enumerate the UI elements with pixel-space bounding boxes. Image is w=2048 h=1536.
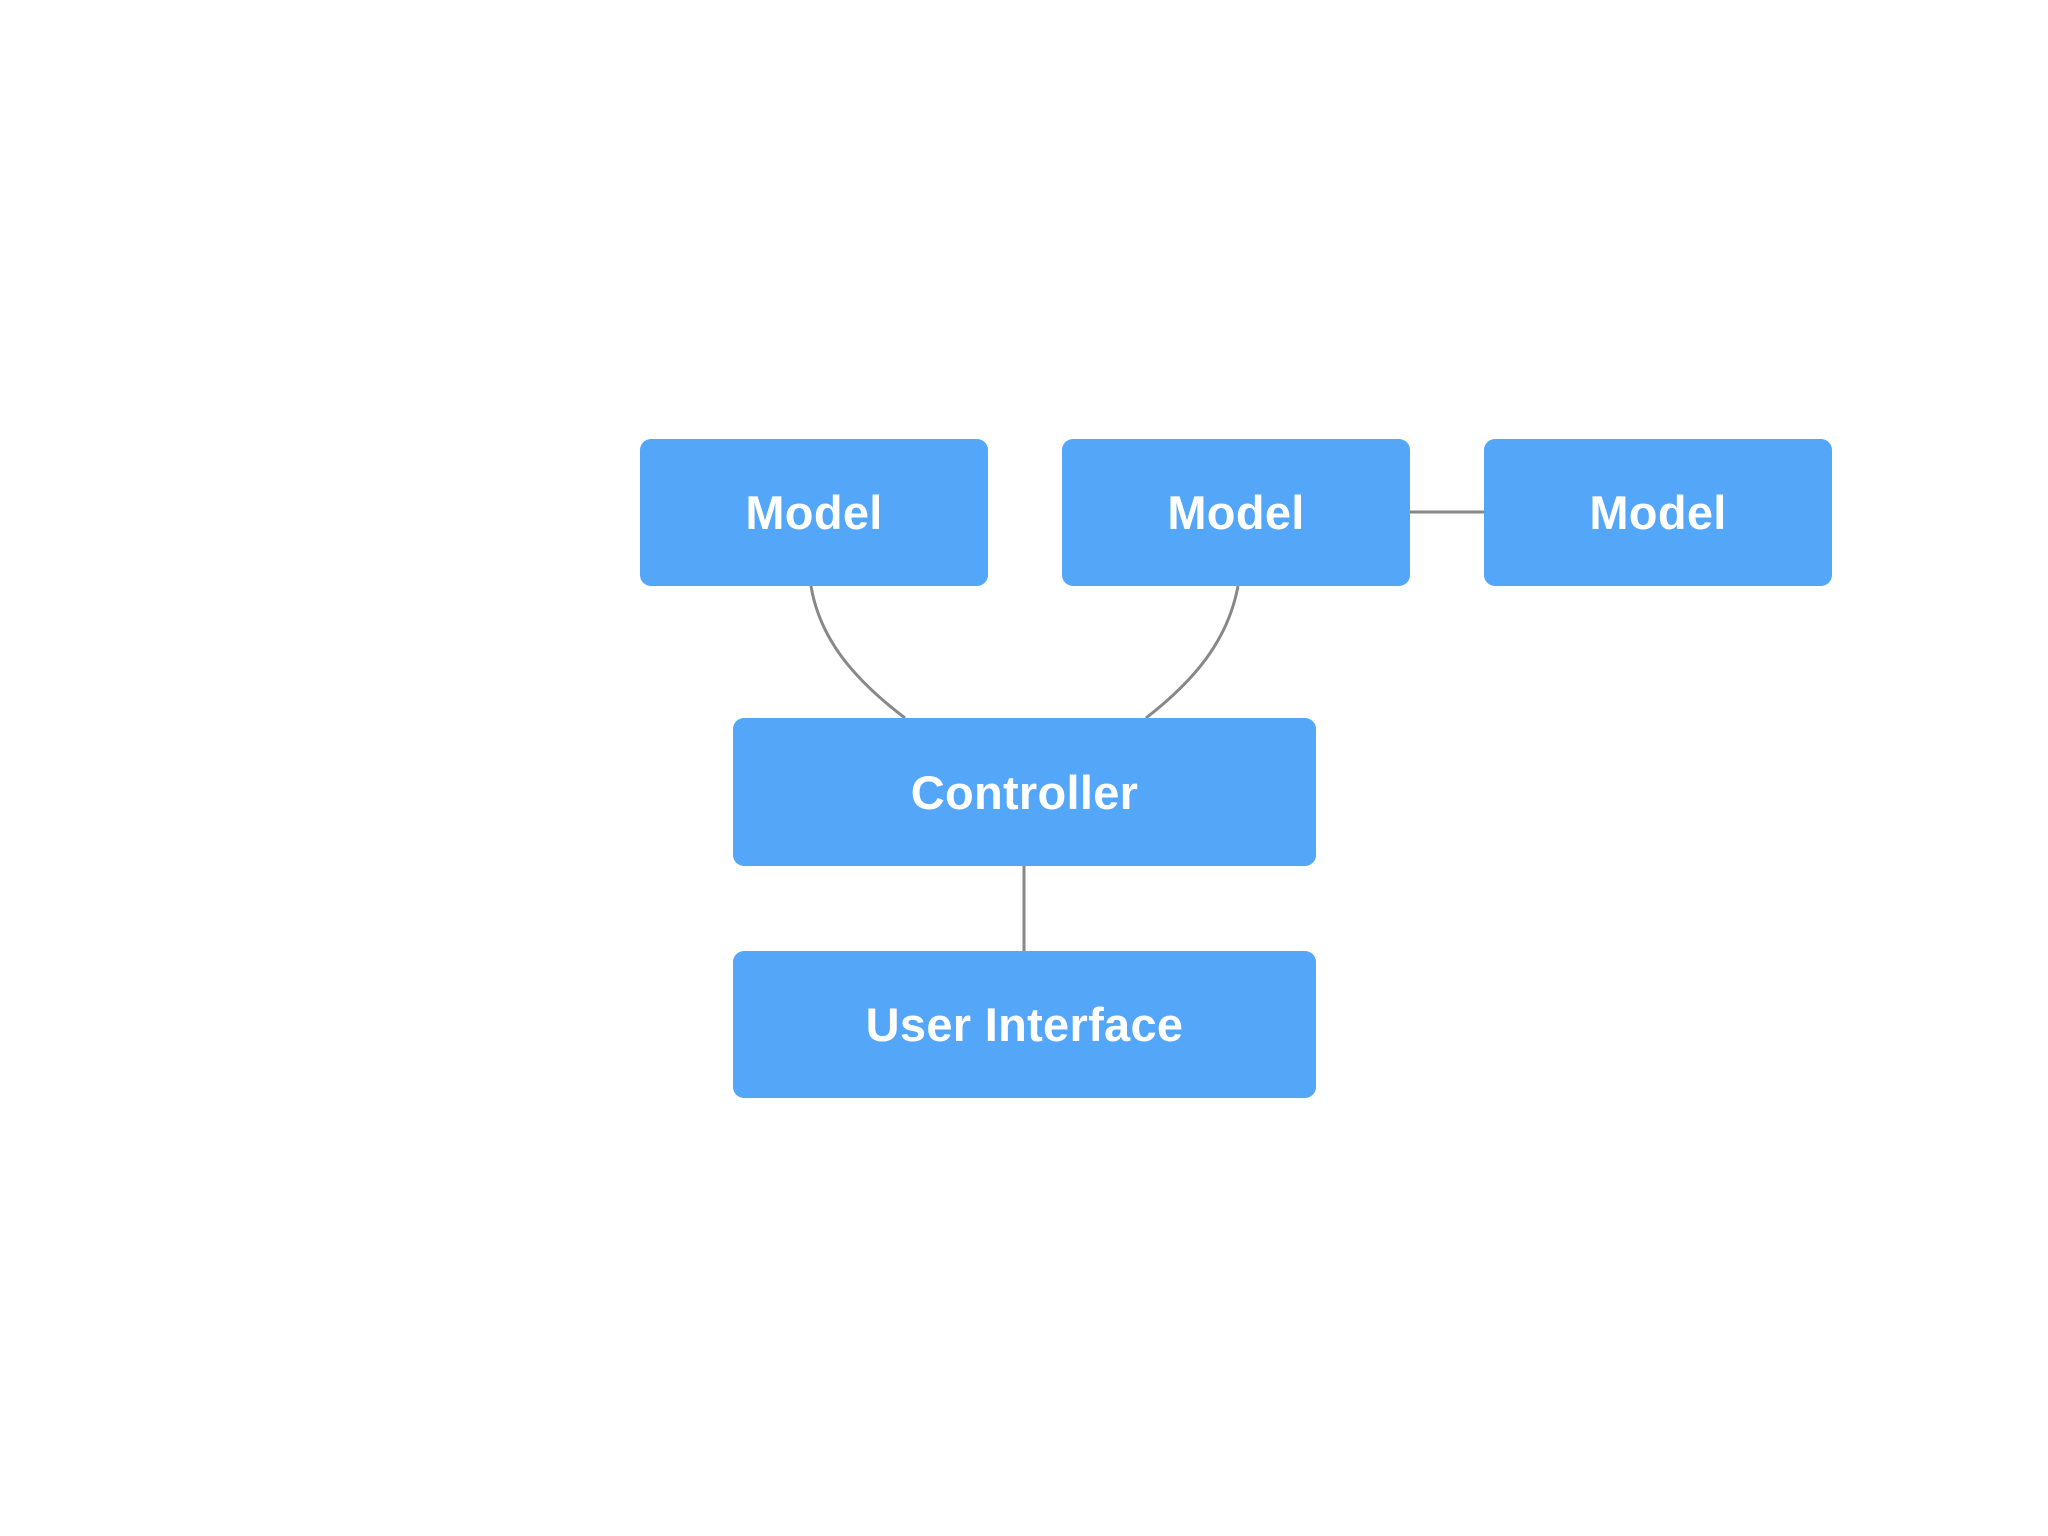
- user-interface-node[interactable]: User Interface: [733, 951, 1316, 1098]
- model-node-3[interactable]: Model: [1484, 439, 1832, 586]
- model-node-2[interactable]: Model: [1062, 439, 1410, 586]
- connector-model-1-to-controller: [809, 585, 906, 720]
- model-node-1[interactable]: Model: [640, 439, 988, 586]
- controller-node[interactable]: Controller: [733, 718, 1316, 866]
- connector-model-2-to-controller: [1145, 585, 1240, 720]
